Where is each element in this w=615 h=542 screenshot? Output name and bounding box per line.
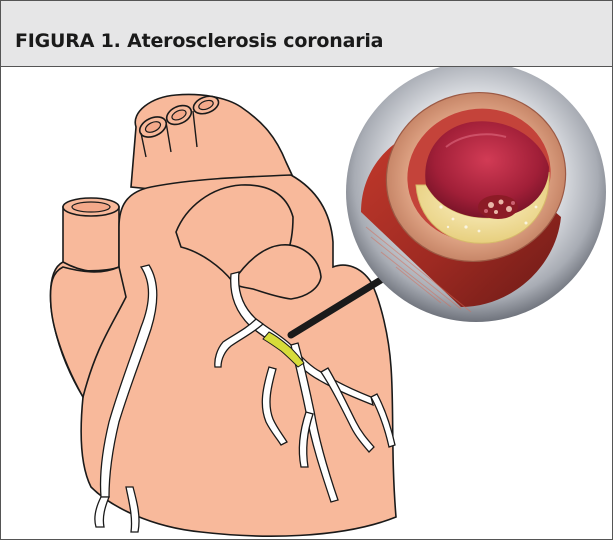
artery-cross-section-illustration (346, 67, 606, 322)
thrombus (478, 195, 518, 219)
heart-illustration (51, 93, 397, 536)
figure-title: FIGURA 1. Aterosclerosis coronaria (15, 30, 383, 52)
figure-header: FIGURA 1. Aterosclerosis coronaria (1, 1, 612, 67)
figure-body (1, 67, 612, 539)
illustration-canvas (1, 67, 612, 539)
